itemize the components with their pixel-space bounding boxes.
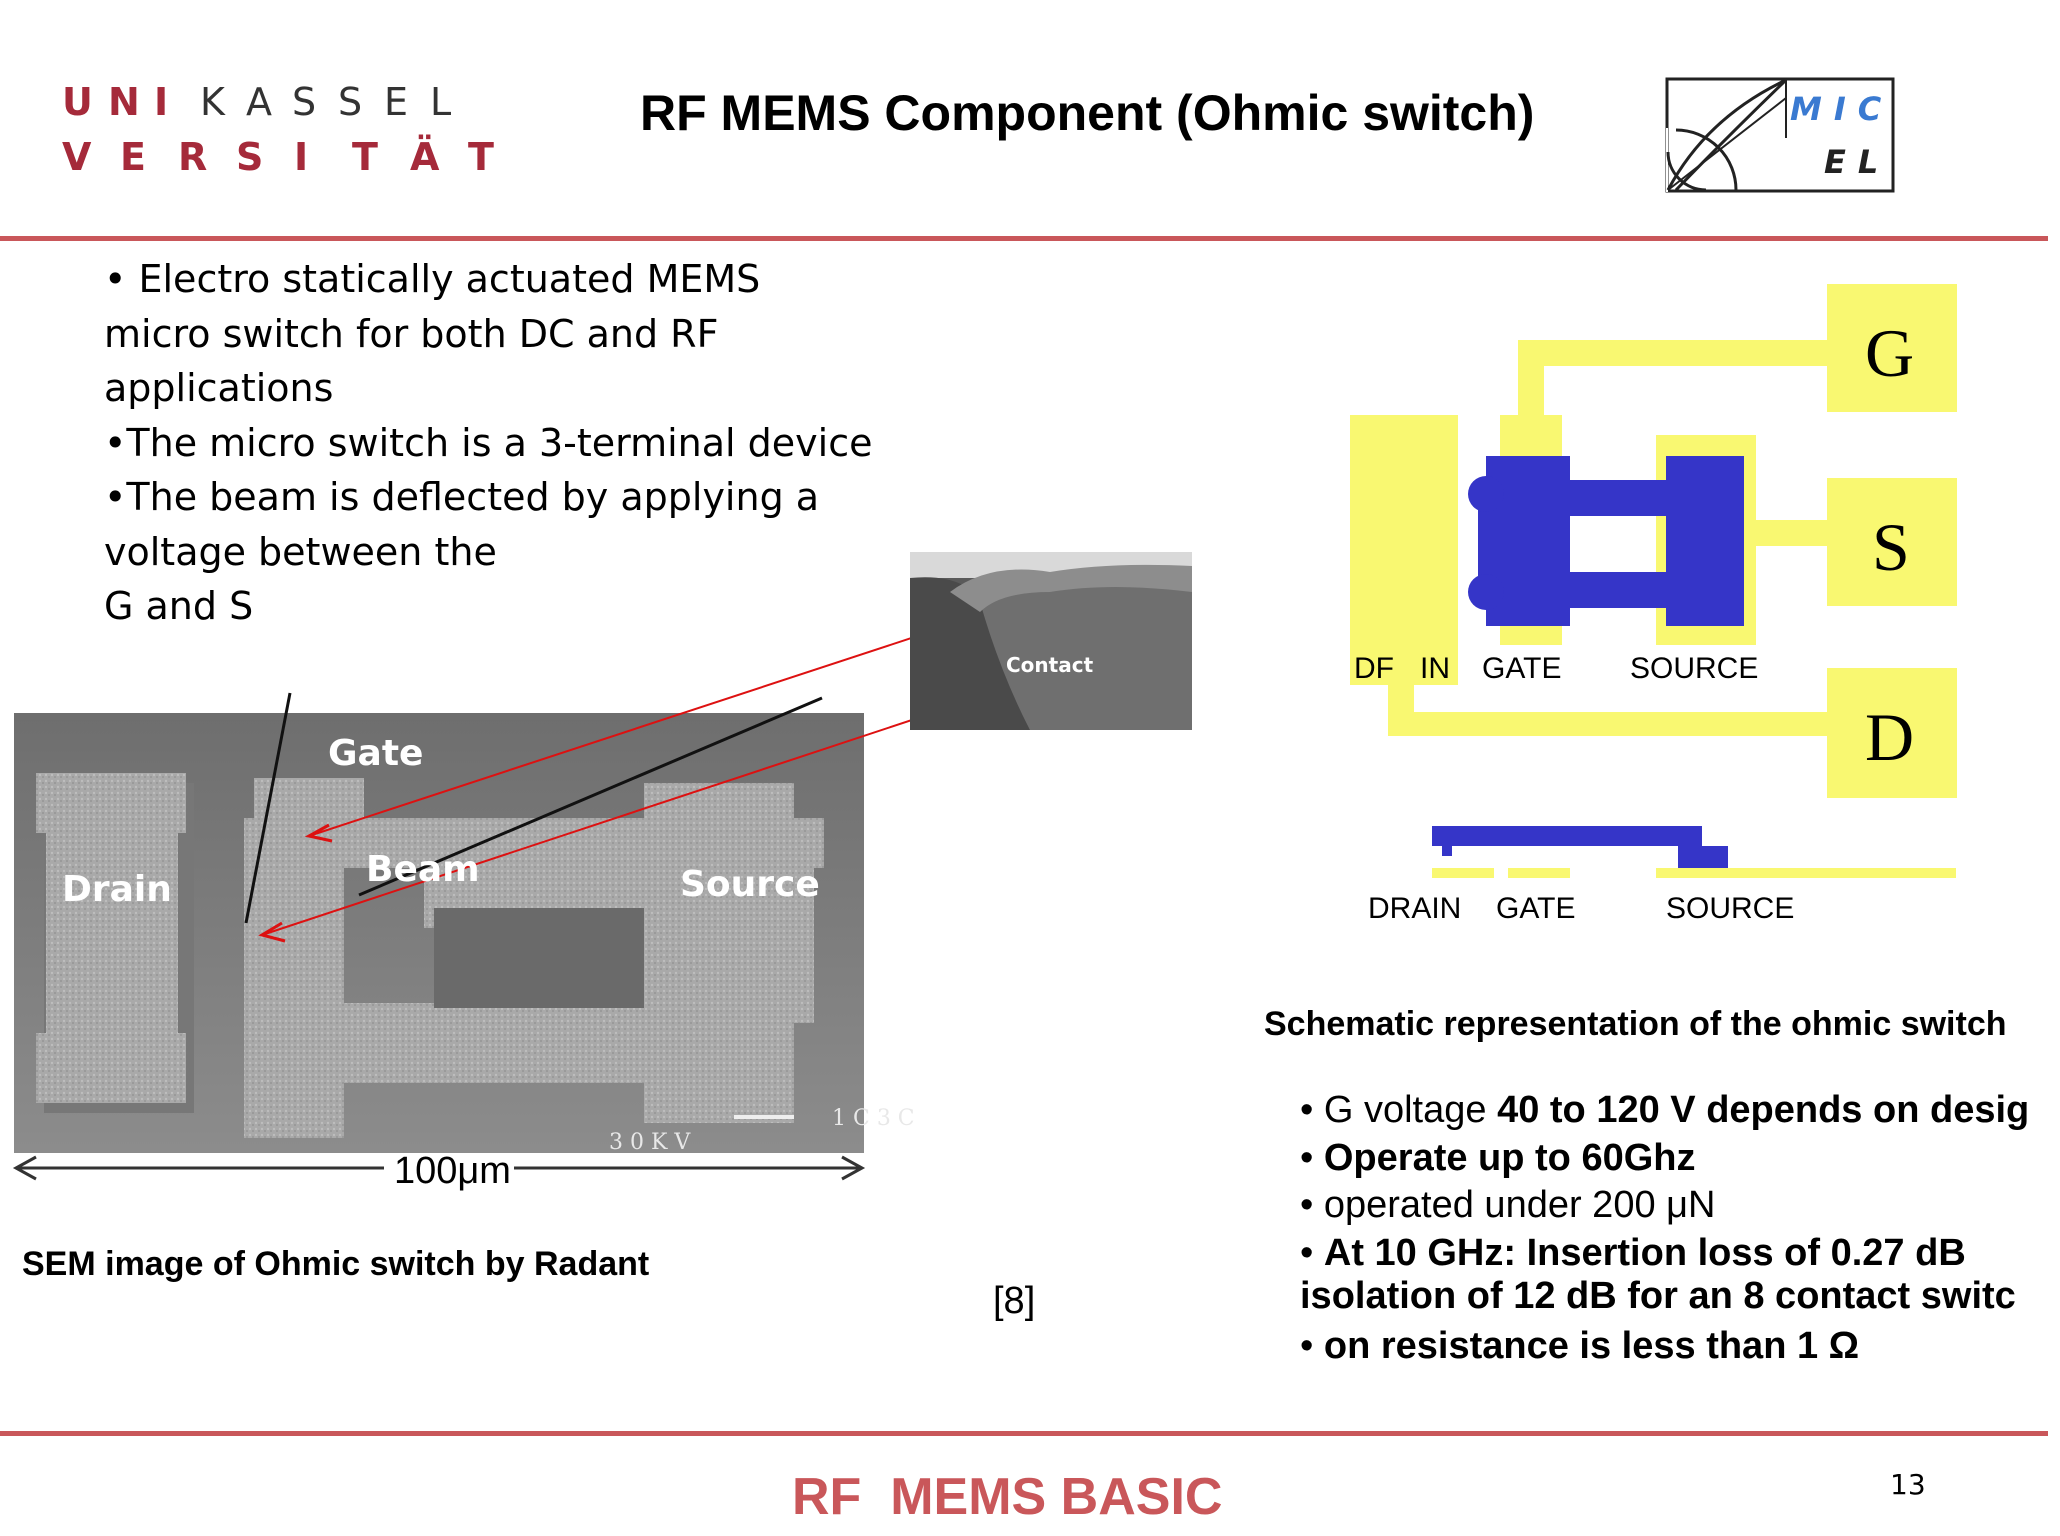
beam-right xyxy=(1666,456,1744,626)
bullet-line: •The beam is deflected by applying a xyxy=(104,475,820,519)
description-bullets: • Electro statically actuated MEMS micro… xyxy=(104,252,884,634)
bullet-line: applications xyxy=(104,366,334,410)
bullet-line: •The micro switch is a 3-terminal device xyxy=(104,420,873,465)
schem-label-source: SOURCE xyxy=(1630,652,1758,685)
spec-text: • xyxy=(1300,1136,1324,1179)
micel-text-2: EL xyxy=(1824,143,1890,181)
logo-letter: I xyxy=(294,135,309,179)
page-number: 13 xyxy=(1890,1468,1926,1501)
s-pad-label: S xyxy=(1872,509,1910,585)
spec-text-bold: Operate up to 60Ghz xyxy=(1323,1136,1696,1179)
drain-pad xyxy=(36,773,186,1103)
beam-label: Beam xyxy=(366,849,480,890)
logo-row-1: U N I K A S S E L xyxy=(62,80,476,124)
spec-item: • operated under 200 μN xyxy=(1300,1182,2060,1230)
gate-trace xyxy=(1518,340,1828,366)
logo-letter: E xyxy=(384,80,409,124)
d-pad xyxy=(1827,668,1957,798)
bullet-line: G and S xyxy=(104,584,254,628)
spec-item: isolation of 12 dB for an 8 contact swit… xyxy=(1300,1273,2060,1321)
logo-letter: E xyxy=(120,135,146,179)
beam-bottom xyxy=(344,1003,724,1083)
spec-list: • G voltage 40 to 120 V depends on desig… xyxy=(1300,1087,2060,1370)
ohmic-switch-schematic: G S D DF IN GATE SOURCE DRAIN GATE SOURC… xyxy=(1350,284,1957,925)
bullet-line: • Electro statically actuated MEMS xyxy=(104,257,761,301)
spec-item: • G voltage 40 to 120 V depends on desig xyxy=(1300,1087,2060,1135)
spec-text-bold: 40 to 120 V depends on desig xyxy=(1497,1089,2030,1131)
reference-number: [8] xyxy=(993,1280,1036,1322)
drain-trace xyxy=(1388,712,1828,736)
bullet-line: voltage between the xyxy=(104,529,497,574)
logo-letter: V xyxy=(62,135,92,179)
logo-letter: S xyxy=(292,80,317,124)
d-pad-label: D xyxy=(1865,699,1914,775)
logo-letter: S xyxy=(338,80,363,124)
scale-text: 1 C 3 C xyxy=(832,1106,915,1131)
micel-logo: MIC EL xyxy=(1665,77,1895,193)
footer-divider xyxy=(0,1431,2048,1436)
logo-letter: U xyxy=(62,80,93,124)
footer-title: RF MEMS BASIC xyxy=(792,1468,1223,1526)
schematic-caption: Schematic representation of the ohmic sw… xyxy=(1264,1005,2007,1043)
side-gate xyxy=(1508,868,1570,878)
logo-letter: R xyxy=(178,135,208,179)
contact-label: Contact xyxy=(1006,653,1094,677)
logo-letter: Ä xyxy=(410,135,440,179)
logo-letter: I xyxy=(154,80,169,124)
drain-electrode xyxy=(1350,415,1458,685)
s-pad xyxy=(1827,478,1957,606)
width-label: 100μm xyxy=(394,1150,511,1192)
spec-text-bold: on resistance is less than 1 Ω xyxy=(1323,1324,1860,1367)
spec-item: • Operate up to 60Ghz xyxy=(1300,1135,2060,1183)
logo-letter: S xyxy=(236,135,264,179)
spec-text-bold: isolation of 12 dB for an 8 contact swit… xyxy=(1300,1275,2016,1317)
uni-kassel-logo: U N I K A S S E L V E R S I T Ä T xyxy=(62,80,522,190)
schem-label-drain-partial: DF xyxy=(1354,652,1394,685)
logo-letter: T xyxy=(468,135,494,179)
side-source xyxy=(1656,868,1956,878)
spec-text: • xyxy=(1300,1231,1324,1274)
spec-text: • operated under 200 μN xyxy=(1300,1184,1716,1226)
source-label: Source xyxy=(680,864,820,905)
logo-letter: T xyxy=(352,135,378,179)
side-label-source: SOURCE xyxy=(1666,892,1794,925)
gate-label: Gate xyxy=(328,733,423,774)
spec-text: • xyxy=(1300,1324,1324,1367)
logo-letter: L xyxy=(430,80,452,124)
logo-row-2: V E R S I T Ä T xyxy=(62,135,526,179)
schem-label-gate: GATE xyxy=(1482,652,1561,685)
slide-title: RF MEMS Component (Ohmic switch) xyxy=(640,85,1535,141)
source-pad xyxy=(644,783,814,1123)
side-label-gate: GATE xyxy=(1496,892,1575,925)
spec-text-bold: At 10 GHz: Insertion loss of 0.27 dB xyxy=(1323,1231,1966,1274)
bullet-line: micro switch for both DC and RF xyxy=(104,311,719,356)
contact-inset: Contact xyxy=(910,552,1192,730)
schem-label-drain-partial: IN xyxy=(1420,652,1450,685)
contact-arrow xyxy=(308,600,1025,837)
pointer-line xyxy=(358,696,823,897)
header-divider xyxy=(0,236,2048,241)
drain-label: Drain xyxy=(62,869,172,910)
spec-text: • G voltage xyxy=(1300,1089,1498,1131)
side-label-drain: DRAIN xyxy=(1368,892,1461,925)
logo-letter: K xyxy=(200,80,225,124)
spec-item: • on resistance is less than 1 Ω xyxy=(1300,1323,2060,1371)
beam-window xyxy=(434,908,664,1008)
g-pad xyxy=(1827,284,1957,412)
sem-caption: SEM image of Ohmic switch by Radant xyxy=(22,1245,650,1283)
spec-item: • At 10 GHz: Insertion loss of 0.27 dB xyxy=(1300,1230,2060,1278)
kv-label: 3 0 K V xyxy=(609,1130,691,1155)
g-pad-label: G xyxy=(1865,315,1914,391)
sem-image: Gate Drain Beam Source 3 0 K V 1 C 3 C 1… xyxy=(12,600,1055,1192)
logo-letter: N xyxy=(108,80,140,124)
scale-bar xyxy=(734,1115,794,1119)
logo-letter: A xyxy=(246,80,272,124)
micel-text-1: MIC xyxy=(1790,90,1893,128)
pointer-line xyxy=(244,692,292,924)
side-drain xyxy=(1432,868,1494,878)
side-beam xyxy=(1432,826,1702,846)
